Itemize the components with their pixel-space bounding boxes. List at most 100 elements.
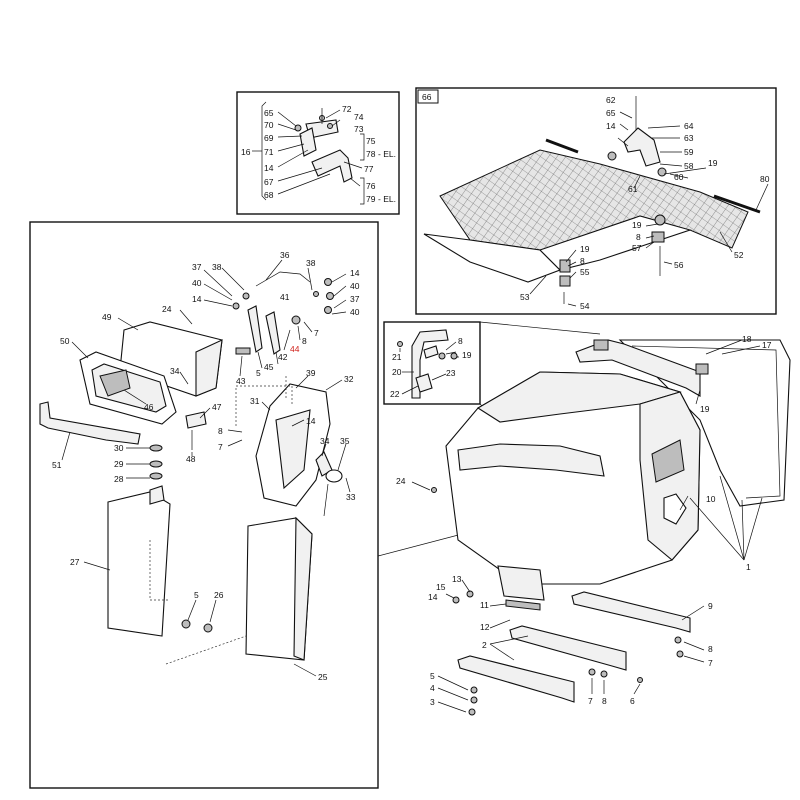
label-9: 9: [708, 601, 713, 611]
label-30: 30: [114, 443, 124, 453]
label-62: 62: [606, 95, 616, 105]
label-41: 41: [280, 292, 290, 302]
label-57: 57: [632, 243, 642, 253]
label-27: 27: [70, 557, 80, 567]
label-4: 4: [430, 683, 435, 693]
label-32: 32: [344, 374, 354, 384]
label-23: 23: [446, 368, 456, 378]
label-8d: 8: [302, 336, 307, 346]
label-15: 15: [436, 582, 446, 592]
label-49: 49: [102, 312, 112, 322]
label-64: 64: [684, 121, 694, 131]
label-20: 20: [392, 367, 402, 377]
label-14b: 14: [606, 121, 616, 131]
label-42: 42: [278, 352, 288, 362]
label-21: 21: [392, 352, 402, 362]
label-8f: 8: [458, 336, 463, 346]
label-25: 25: [318, 672, 328, 682]
label-22: 22: [390, 389, 400, 399]
label-50: 50: [60, 336, 70, 346]
label-14f: 14: [428, 592, 438, 602]
inset-chute-assembly: 36 38 37 38 40 14 24 41 14 40 37 40 49 5…: [29, 221, 379, 789]
label-1: 1: [746, 562, 751, 572]
label-68: 68: [264, 190, 274, 200]
label-78-suffix: - EL.: [378, 149, 396, 159]
label-14d: 14: [350, 268, 360, 278]
label-59: 59: [684, 147, 694, 157]
label-54: 54: [580, 301, 590, 311]
label-56: 56: [674, 260, 684, 270]
label-47: 47: [212, 402, 222, 412]
label-3: 3: [430, 697, 435, 707]
label-24b: 24: [396, 476, 406, 486]
label-14c: 14: [192, 294, 202, 304]
label-33: 33: [346, 492, 356, 502]
label-76: 76: [366, 181, 376, 191]
label-69: 69: [264, 133, 274, 143]
label-63: 63: [684, 133, 694, 143]
label-67: 67: [264, 177, 274, 187]
label-10: 10: [706, 494, 716, 504]
label-79-suffix: - EL.: [378, 194, 396, 204]
label-71: 71: [264, 147, 274, 157]
label-44: 44: [290, 344, 300, 354]
label-8b: 8: [636, 232, 641, 242]
label-14: 14: [264, 163, 274, 173]
collector-body: 18 17 19 10 24 1 13 15 14 11 9 12 2 8 7 …: [396, 334, 791, 716]
label-37: 37: [192, 262, 202, 272]
label-24: 24: [162, 304, 172, 314]
label-19: 19: [708, 158, 718, 168]
label-16: 16: [241, 147, 251, 157]
label-17: 17: [762, 340, 772, 350]
label-5c: 5: [430, 671, 435, 681]
label-26: 26: [214, 590, 224, 600]
label-61: 61: [628, 184, 638, 194]
label-65: 65: [264, 108, 274, 118]
label-19d: 19: [462, 350, 472, 360]
label-77: 77: [364, 164, 374, 174]
label-46: 46: [144, 402, 154, 412]
label-65b: 65: [606, 108, 616, 118]
label-7b: 7: [218, 442, 223, 452]
label-72: 72: [342, 104, 352, 114]
label-19b: 19: [632, 220, 642, 230]
label-78: 78: [366, 149, 376, 159]
label-11: 11: [480, 600, 489, 610]
label-19c: 19: [580, 244, 590, 254]
label-8c: 8: [580, 256, 585, 266]
label-34b: 34: [320, 436, 330, 446]
label-75: 75: [366, 136, 376, 146]
label-37b: 37: [350, 294, 360, 304]
label-19e: 19: [700, 404, 710, 414]
label-58: 58: [684, 161, 694, 171]
label-7: 7: [314, 328, 319, 338]
label-43: 43: [236, 376, 246, 386]
label-40c: 40: [350, 307, 360, 317]
label-36: 36: [280, 250, 290, 260]
label-40: 40: [192, 278, 202, 288]
label-40b: 40: [350, 281, 360, 291]
label-55: 55: [580, 267, 590, 277]
label-66: 66: [422, 92, 432, 102]
label-73: 73: [354, 124, 364, 134]
label-18: 18: [742, 334, 752, 344]
label-5: 5: [256, 368, 261, 378]
label-38b: 38: [212, 262, 222, 272]
label-35: 35: [340, 436, 350, 446]
label-28: 28: [114, 474, 124, 484]
inset-hinge-assembly: 65 70 69 71 14 67 68 16 72 74 73 75 78 -…: [236, 91, 400, 215]
label-70: 70: [264, 120, 274, 130]
label-52: 52: [734, 250, 744, 260]
label-80: 80: [760, 174, 770, 184]
label-53: 53: [520, 292, 530, 302]
inset-bracket-assembly: 8 21 19 20 23 22: [383, 321, 601, 421]
label-74: 74: [354, 112, 364, 122]
label-7c: 7: [708, 658, 713, 668]
label-31: 31: [250, 396, 260, 406]
label-34: 34: [170, 366, 180, 376]
label-79: 79: [366, 194, 376, 204]
label-8e: 8: [218, 426, 223, 436]
label-8g: 8: [708, 644, 713, 654]
label-2: 2: [482, 640, 487, 650]
